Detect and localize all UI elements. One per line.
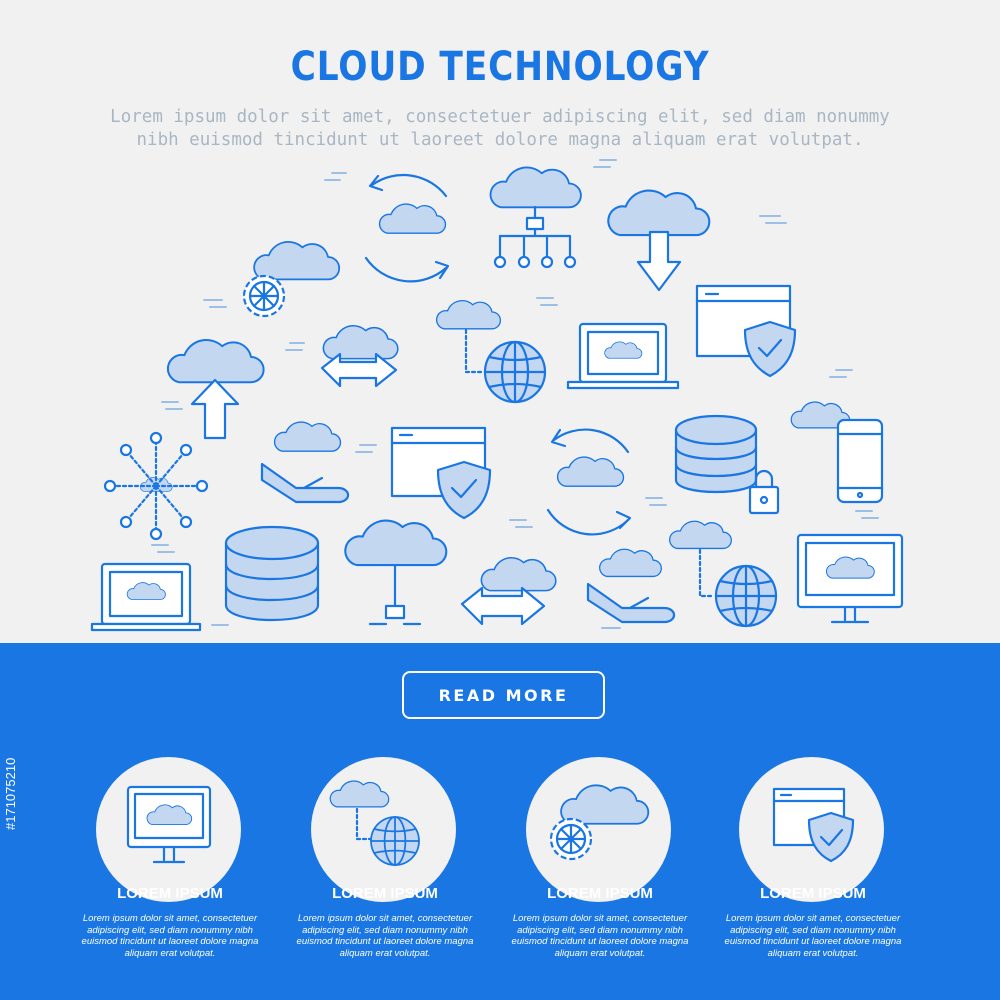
page-subtitle: Lorem ipsum dolor sit amet, consectetuer… — [0, 106, 1000, 152]
feature-text-line: Lorem ipsum dolor sit amet, consectetuer — [512, 913, 688, 924]
monitor-cloud-icon — [796, 533, 904, 624]
database-lock-icon — [674, 414, 780, 515]
phone-cloud-icon — [790, 401, 884, 504]
feature-text-line: aliquam erat volutpat. — [767, 947, 859, 959]
laptop-cloud-icon — [90, 562, 202, 632]
feature-icon-circle — [739, 757, 884, 902]
feature-text-line: adipiscing elit, sed diam nonummy nibh — [302, 924, 468, 936]
feature-text-line: aliquam erat volutpat. — [554, 947, 646, 959]
feature-description: Lorem ipsum dolor sit amet, consectetuer… — [60, 913, 280, 959]
subtitle-line: nibh euismod tincidunt ut laoreet dolore… — [136, 130, 864, 150]
feature-title: LOREM IPSUM — [332, 885, 438, 902]
icon-cluster — [90, 159, 904, 632]
cloud-network-icon — [489, 166, 582, 269]
feature-text-line: adipiscing elit, sed diam nonummy nibh — [517, 924, 683, 936]
feature-title: LOREM IPSUM — [760, 885, 866, 902]
monitor-cloud-icon — [126, 785, 212, 864]
cloud-globe-icon — [435, 299, 547, 404]
page-title: CLOUD TECHNOLOGY — [290, 44, 710, 90]
feature-text-line: euismod tincidunt ut laoreet dolore magn… — [296, 936, 474, 947]
feature-text-line: adipiscing elit, sed diam nonummy nibh — [87, 924, 253, 936]
feature-icon-circle — [311, 757, 456, 902]
cloud-gear-icon — [549, 784, 650, 861]
feature-text-line: euismod tincidunt ut laoreet dolore magn… — [81, 936, 259, 947]
stock-id: #171075210 — [3, 757, 18, 830]
browser-shield-icon — [390, 426, 492, 520]
laptop-cloud-icon — [566, 322, 680, 390]
hand-cloud-icon — [586, 548, 676, 624]
feature-title: LOREM IPSUM — [547, 885, 653, 902]
cloud-sync-icon — [364, 173, 450, 283]
browser-shield-icon — [695, 284, 797, 378]
feature-text-line: Lorem ipsum dolor sit amet, consectetuer — [297, 913, 473, 924]
cloud-exchange-icon — [460, 556, 557, 626]
cloud-gear-icon — [242, 240, 341, 318]
cloud-exchange-icon — [320, 324, 399, 388]
feature-text-line: aliquam erat volutpat. — [339, 947, 431, 959]
hand-cloud-icon — [260, 421, 350, 504]
cloud-sync-icon — [546, 428, 632, 536]
feature-description: Lorem ipsum dolor sit amet, consectetuer… — [703, 913, 923, 959]
cloud-upload-icon — [166, 338, 265, 440]
feature-description: Lorem ipsum dolor sit amet, consectetuer… — [275, 913, 495, 959]
cloud-download-icon — [607, 189, 711, 292]
feature-text-line: euismod tincidunt ut laoreet dolore magn… — [511, 936, 689, 947]
feature-description: Lorem ipsum dolor sit amet, consectetuer… — [490, 913, 710, 959]
cloud-network-icon — [344, 519, 448, 626]
feature-icon-circle — [96, 757, 241, 902]
network-hub-icon — [103, 431, 209, 541]
read-more-button[interactable]: READ MORE — [402, 671, 605, 719]
cloud-globe-icon — [329, 780, 420, 866]
feature-text-line: euismod tincidunt ut laoreet dolore magn… — [724, 936, 902, 947]
decorative-dashes — [151, 159, 879, 629]
feature-text-line: adipiscing elit, sed diam nonummy nibh — [730, 924, 896, 936]
feature-text-line: Lorem ipsum dolor sit amet, consectetuer — [725, 913, 901, 924]
subtitle-line: Lorem ipsum dolor sit amet, consectetuer… — [110, 107, 890, 127]
feature-icon-circle — [526, 757, 671, 902]
feature-title: LOREM IPSUM — [117, 885, 223, 902]
feature-text-line: Lorem ipsum dolor sit amet, consectetuer — [82, 913, 258, 924]
feature-text-line: aliquam erat volutpat. — [124, 947, 216, 959]
browser-shield-icon — [772, 787, 855, 863]
database-icon — [224, 525, 320, 622]
cloud-globe-icon — [669, 520, 778, 628]
